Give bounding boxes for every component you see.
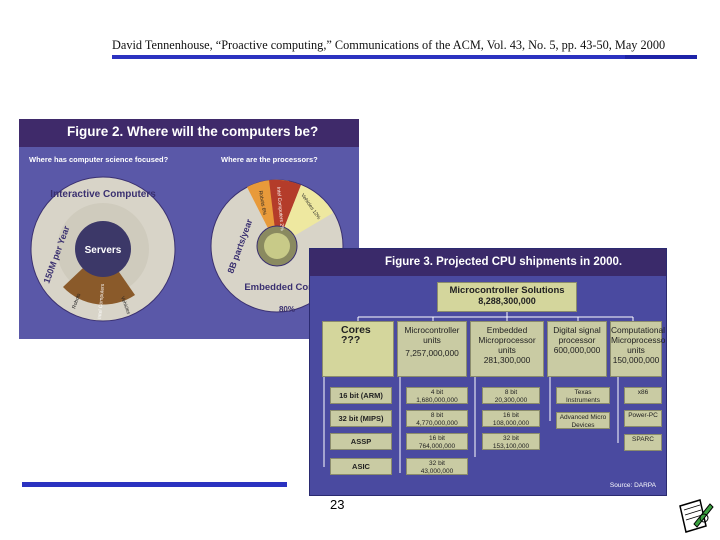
- category-microcontroller: Microcontroller units 7,257,000,000: [397, 321, 467, 377]
- dsp-label: Digital signal processor: [553, 325, 601, 345]
- mcu-label: Microcontroller units: [404, 325, 460, 345]
- figure-3-source: Source: DARPA: [609, 482, 656, 489]
- cmp-item: Power-PC: [624, 410, 662, 427]
- right-percent: 80%: [279, 305, 295, 314]
- emp-label: Embedded Microprocessor units: [478, 325, 536, 355]
- figure-3-connectors: [323, 312, 634, 473]
- cmp-value: 150,000,000: [612, 355, 660, 365]
- cores-item: ASIC: [330, 458, 392, 475]
- footer-rule: [22, 482, 287, 487]
- category-dsp: Digital signal processor 600,000,000: [547, 321, 607, 377]
- microcontroller-solutions-box: Microcontroller Solutions 8,288,300,000: [437, 282, 577, 312]
- dsp-value: 600,000,000: [553, 345, 601, 355]
- page-number: 23: [330, 497, 345, 512]
- cores-value: ???: [341, 334, 361, 346]
- right-small-1: Robots 6%: [257, 190, 267, 216]
- left-small-1: Robots: [71, 292, 82, 309]
- figure-2-image: Figure 2. Where will the computers be? W…: [19, 119, 359, 339]
- left-segment-label: Interactive Computers: [50, 189, 156, 200]
- cores-item: 16 bit (ARM): [330, 387, 392, 404]
- figure-3-header: [310, 249, 666, 276]
- figure-3-image: Figure 3. Projected CPU shipments in 200…: [309, 248, 667, 496]
- cmp-label: Computational Microprocessor units: [611, 325, 667, 355]
- category-cores: Cores ???: [322, 321, 394, 377]
- right-question: Where are the processors?: [221, 155, 318, 164]
- left-question: Where has computer science focused?: [29, 155, 169, 164]
- header-rule: [112, 55, 697, 59]
- figure-2-header: [19, 119, 359, 147]
- mc-solutions-value: 8,288,300,000: [478, 296, 536, 306]
- right-segment-label: Embedded Computers: [244, 282, 345, 293]
- dsp-item: Advanced Micro Devices: [556, 412, 610, 429]
- figure-2-pies: Servers Interactive Computers 150M per Y…: [30, 176, 346, 322]
- cores-label: Cores: [341, 324, 371, 336]
- emp-value: 281,300,000: [483, 355, 531, 365]
- right-small-2: Intel Computers 2%: [275, 187, 285, 232]
- category-embedded: Embedded Microprocessor units 281,300,00…: [470, 321, 544, 377]
- cmp-item: SPARC: [624, 434, 662, 451]
- left-small-2: Intel Computers: [97, 283, 106, 319]
- notepad-pencil-icon: [674, 494, 714, 539]
- citation-header: David Tennenhouse, “Proactive computing,…: [112, 38, 666, 52]
- left-center-label: Servers: [85, 245, 122, 256]
- cores-item: ASSP: [330, 433, 392, 450]
- cmp-item: x86: [624, 387, 662, 404]
- dsp-item: Texas Instruments: [556, 387, 610, 404]
- category-computational: Computational Microprocessor units 150,0…: [610, 321, 667, 377]
- mcu-value: 7,257,000,000: [405, 348, 459, 358]
- cores-item: 32 bit (MIPS): [330, 410, 392, 427]
- figure-3-title: Figure 3. Projected CPU shipments in 200…: [385, 256, 623, 268]
- figure-2-title: Figure 2. Where will the computers be?: [67, 124, 319, 139]
- mc-solutions-title: Microcontroller Solutions: [449, 285, 565, 296]
